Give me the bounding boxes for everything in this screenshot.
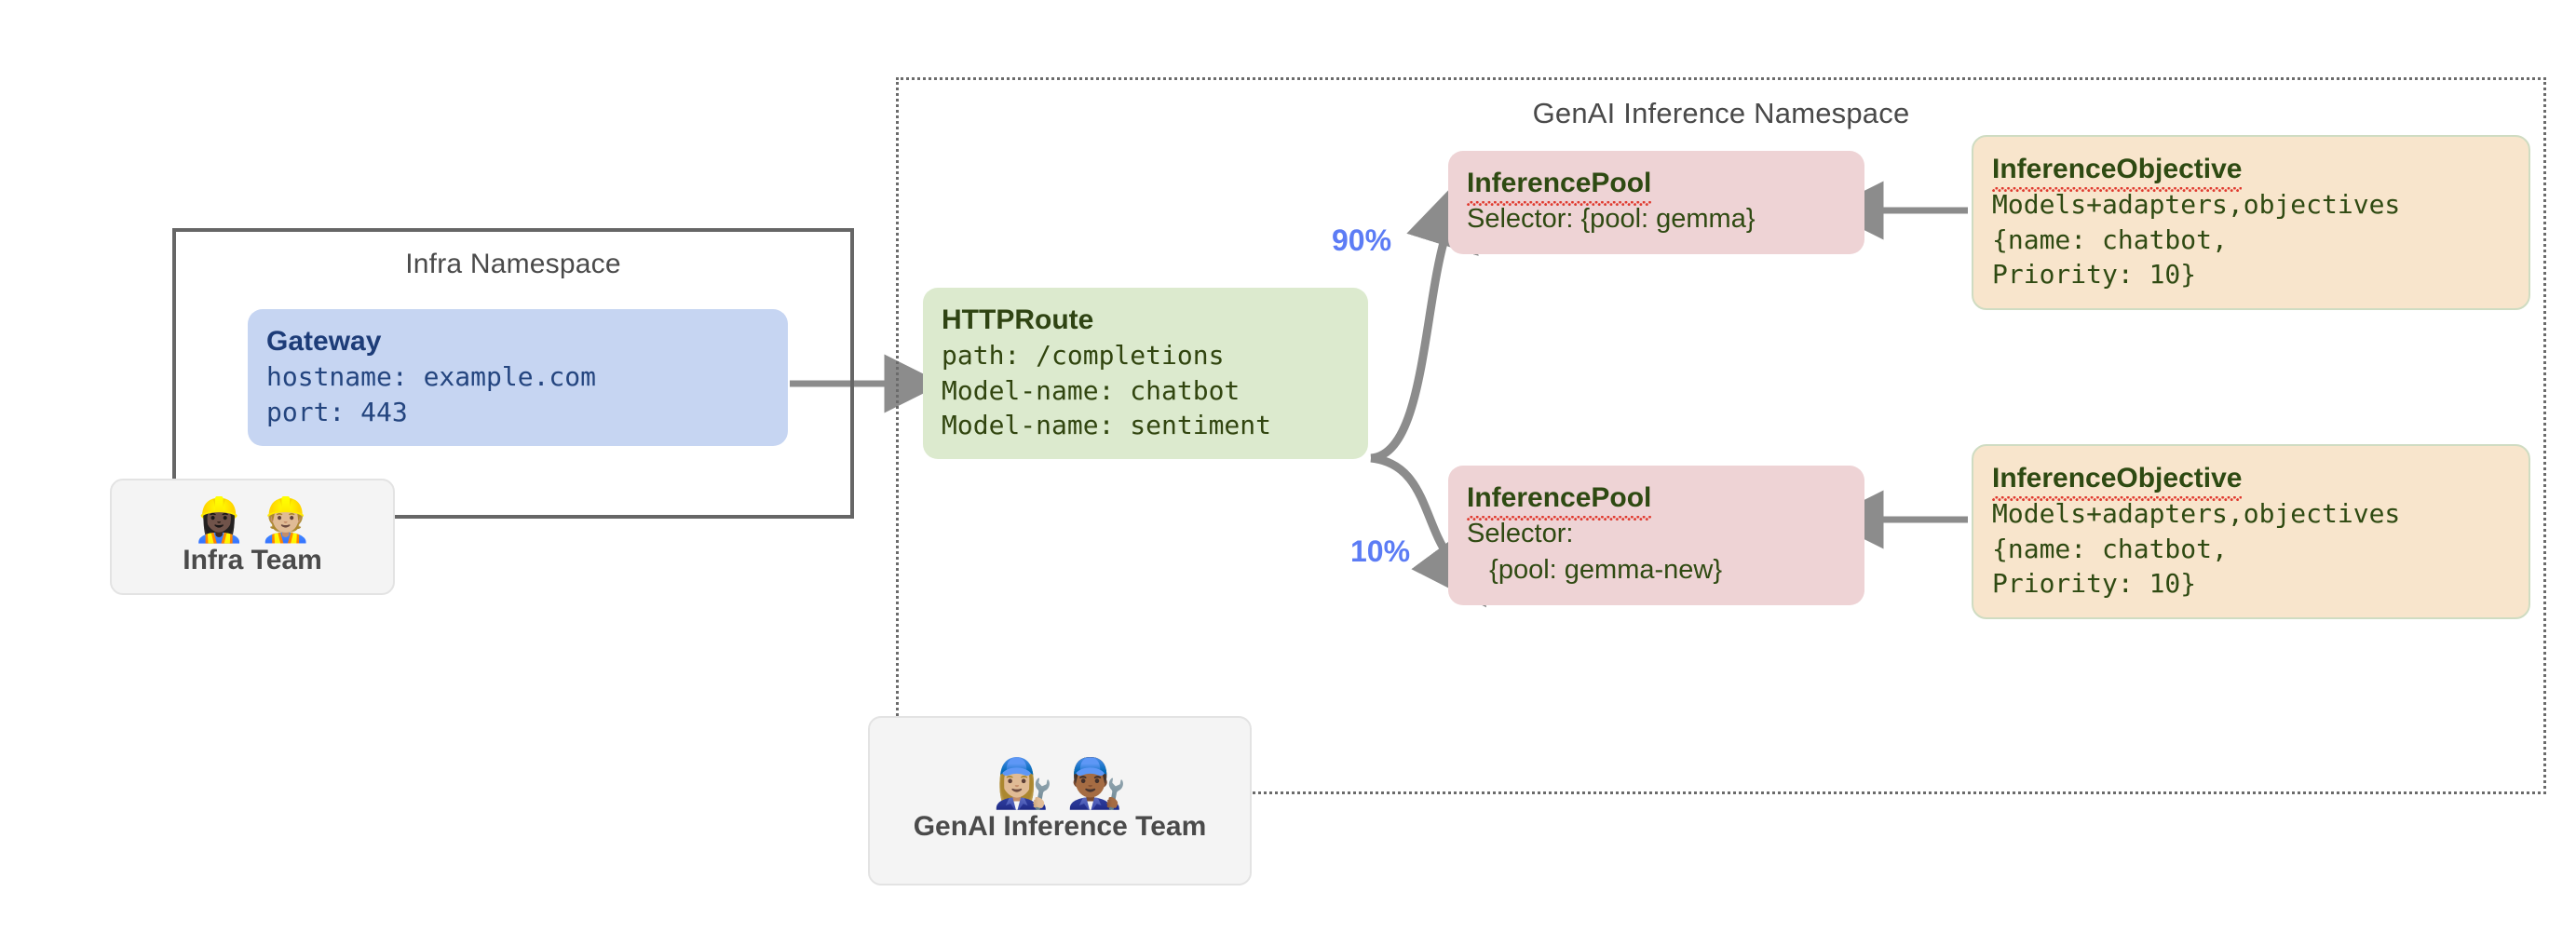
construction-worker-icon: 👷🏿‍♀️👷🏼 [192, 494, 326, 546]
node-gateway[interactable]: Gateway hostname: example.com port: 443 [248, 309, 788, 446]
inference-objective-models: Models+adapters,objectives [1992, 498, 2401, 530]
card-infra-team[interactable]: 👷🏿‍♀️👷🏼 Infra Team [110, 479, 395, 595]
node-inference-objective-canary[interactable]: InferenceObjective Models+adapters,objec… [1972, 444, 2530, 620]
gateway-hostname: hostname: example.com [266, 361, 597, 393]
spellcheck-underline: InferencePool [1467, 480, 1652, 521]
spellcheck-underline: InferenceObjective [1992, 152, 2243, 193]
node-inference-pool-gemma[interactable]: InferencePool Selector: {pool: gemma} [1448, 151, 1864, 254]
node-inference-objective-primary[interactable]: InferenceObjective Models+adapters,objec… [1972, 135, 2530, 311]
traffic-weight-canary: 10% [1350, 534, 1411, 568]
httproute-path: path: /completions [942, 340, 1225, 372]
spellcheck-underline: InferenceObjective [1992, 461, 2243, 502]
httproute-model-name-sentiment: Model-name: sentiment [942, 409, 1272, 440]
inference-objective-priority: Priority: 10} [1992, 567, 2197, 599]
inference-objective-title: InferenceObjective [1992, 152, 2510, 193]
inference-pool-selector: Selector: {pool: gemma} [1467, 204, 1756, 235]
inference-objective-priority: Priority: 10} [1992, 258, 2197, 290]
httproute-model-name-chatbot: Model-name: chatbot [942, 374, 1241, 406]
inference-pool-title: InferencePool [1467, 166, 1846, 207]
namespace-genai [896, 77, 2546, 794]
httproute-title: HTTPRoute [942, 304, 1094, 335]
inference-pool-title: InferencePool [1467, 480, 1846, 521]
inference-objective-name: {name: chatbot, [1992, 223, 2228, 255]
spellcheck-underline: InferencePool [1467, 166, 1652, 207]
infra-team-label: Infra Team [183, 544, 322, 575]
node-inference-pool-gemma-new[interactable]: InferencePool Selector: {pool: gemma-new… [1448, 466, 1864, 605]
traffic-weight-primary: 90% [1332, 223, 1392, 257]
gateway-title: Gateway [266, 326, 382, 357]
mechanic-icon: 👩🏼‍🔧👨🏾‍🔧 [993, 755, 1140, 812]
inference-pool-selector: Selector: [1467, 519, 1574, 549]
namespace-genai-label: GenAI Inference Namespace [1532, 97, 1910, 129]
inference-objective-name: {name: chatbot, [1992, 533, 2228, 564]
inference-pool-selector-value: {pool: gemma-new} [1467, 554, 1723, 585]
genai-team-label: GenAI Inference Team [913, 811, 1207, 843]
card-genai-inference-team[interactable]: 👩🏼‍🔧👨🏾‍🔧 GenAI Inference Team [868, 716, 1252, 886]
namespace-infra: Infra Namespace [172, 228, 854, 519]
namespace-infra-label: Infra Namespace [405, 249, 621, 279]
inference-objective-title: InferenceObjective [1992, 461, 2510, 502]
node-httproute[interactable]: HTTPRoute path: /completions Model-name:… [923, 288, 1368, 460]
inference-objective-models: Models+adapters,objectives [1992, 189, 2401, 221]
gateway-port: port: 443 [266, 396, 408, 427]
